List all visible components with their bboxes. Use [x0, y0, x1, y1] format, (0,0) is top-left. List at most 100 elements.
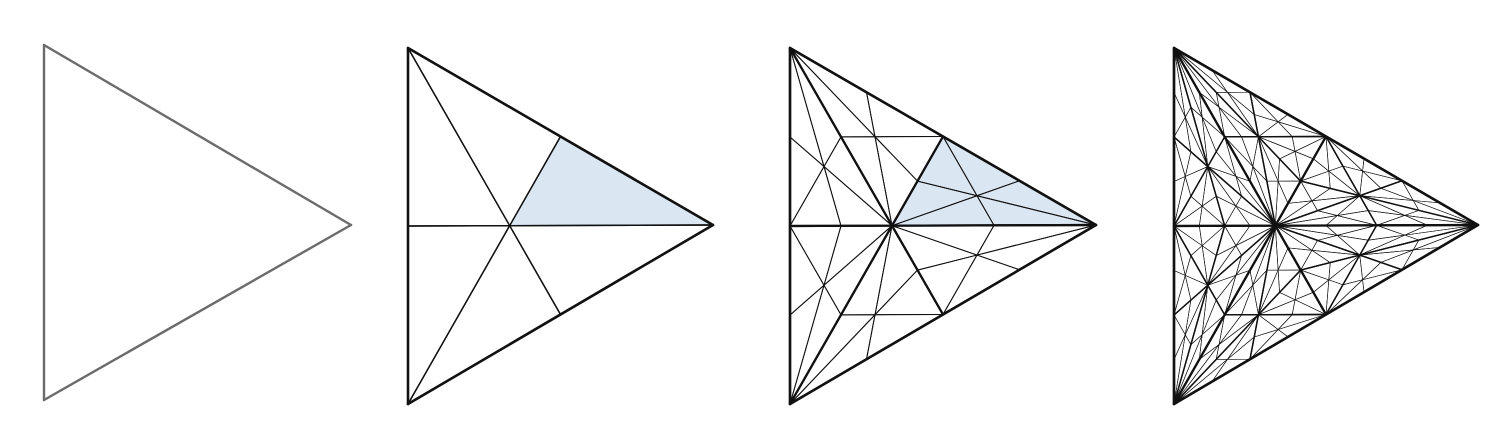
subdivision-edge	[1173, 359, 1228, 405]
subdivision-edge	[1173, 47, 1186, 118]
subdivision-edge	[1412, 247, 1441, 251]
subdivision-edge	[1336, 235, 1361, 256]
subdivision-edge-mid	[1249, 314, 1260, 360]
subdivision-edge	[1173, 136, 1186, 177]
subdivision-edge	[1215, 92, 1220, 108]
subdivision-edge-major	[890, 224, 945, 316]
subdivision-edge	[976, 224, 1097, 256]
subdivision-edge	[1275, 215, 1338, 226]
subdivision-edge-mid	[1257, 136, 1302, 182]
subdivision-edge	[1325, 136, 1363, 172]
subdivision-edge-mid	[1207, 136, 1226, 168]
subdivision-edge	[1294, 291, 1314, 301]
subdivision-edge	[1325, 225, 1338, 236]
subdivision-edge-mid	[1274, 195, 1361, 227]
highlighted-face	[509, 136, 713, 226]
subdivision-edge-major	[890, 223, 1098, 227]
subdivision-edge	[1199, 344, 1220, 360]
subdivision-edge	[1201, 116, 1209, 167]
subdivision-edge	[1235, 176, 1276, 226]
subdivision-edge	[1184, 151, 1192, 177]
subdivision-edge	[1277, 158, 1280, 182]
subdivision-edge	[874, 269, 918, 316]
subdivision-edge	[1235, 195, 1242, 207]
subdivision-edge	[976, 254, 1020, 271]
subdivision-edge	[1227, 314, 1259, 360]
subdivision-edge	[1173, 344, 1220, 405]
subdivision-edge	[1252, 284, 1259, 316]
subdivision-edge	[1277, 121, 1327, 137]
subdivision-edge	[789, 136, 825, 168]
subdivision-edge	[1253, 114, 1279, 123]
panel-level-0	[0, 0, 380, 442]
subdivision-edge	[1300, 269, 1330, 281]
subdivision-edge	[1275, 200, 1313, 226]
subdivision-edge	[1235, 176, 1242, 197]
subdivision-edge	[1215, 344, 1220, 360]
subdivision-edge	[1317, 210, 1338, 216]
subdivision-edge	[1336, 225, 1377, 236]
subdivision-edge	[1342, 279, 1363, 286]
subdivision-edge	[1328, 165, 1344, 172]
subdivision-edge	[1325, 279, 1330, 315]
triangle-third-subdivision	[1172, 46, 1480, 406]
subdivision-edge-major	[1172, 224, 1277, 406]
subdivision-edge	[1362, 262, 1382, 281]
subdivision-edge	[1311, 249, 1331, 263]
subdivision-edge	[823, 225, 842, 286]
subdivision-edge	[508, 224, 562, 316]
subdivision-edge	[1277, 314, 1327, 330]
subdivision-edge	[1404, 224, 1479, 236]
subdivision-edge	[1277, 329, 1289, 338]
highlighted-face	[892, 136, 1096, 226]
triangle-second-subdivision	[788, 46, 1098, 406]
subdivision-edge	[1207, 166, 1237, 177]
subdivision-edge	[1199, 92, 1220, 108]
subdivision-edge-mid	[1299, 254, 1361, 271]
subdivision-edge	[1184, 275, 1209, 286]
subdivision-edge	[976, 195, 995, 226]
subdivision-edge-mid	[1173, 136, 1209, 168]
subdivision-edge	[1311, 240, 1318, 251]
subdivision-edge	[1241, 284, 1254, 316]
subdivision-edge	[1258, 136, 1279, 182]
subdivision-edge	[1275, 225, 1279, 271]
subdivision-edge	[1199, 225, 1203, 246]
subdivision-edge	[1215, 245, 1237, 256]
subdivision-edge	[1376, 225, 1406, 236]
subdivision-edge	[1294, 269, 1301, 301]
subdivision-edge	[917, 254, 978, 271]
subdivision-edge	[1362, 269, 1403, 281]
subdivision-edge	[1328, 254, 1361, 281]
subdivision-edge	[823, 166, 842, 227]
subdivision-edge	[1294, 299, 1327, 315]
subdivision-edge	[1235, 225, 1251, 246]
subdivision-edge	[976, 195, 1097, 226]
subdivision-edge-major	[1274, 224, 1328, 316]
subdivision-edge	[1412, 200, 1441, 204]
subdivision-edge	[1412, 200, 1479, 226]
subdivision-edge	[1294, 151, 1314, 160]
subdivision-edge	[874, 136, 893, 227]
subdivision-edge	[1199, 334, 1203, 360]
subdivision-edge	[1328, 262, 1331, 281]
subdivision-edge	[1218, 106, 1225, 138]
subdivision-edge	[1218, 106, 1242, 138]
subdivision-edge	[1218, 314, 1242, 345]
subdivision-edge-mid	[1257, 224, 1277, 316]
subdivision-edge	[1235, 269, 1251, 276]
subdivision-edge	[1184, 116, 1192, 153]
subdivision-edge	[1362, 170, 1382, 189]
subdivision-edge-mid	[1173, 47, 1209, 168]
subdivision-edge	[1249, 166, 1254, 182]
subdivision-edge	[1190, 245, 1203, 256]
triangle-edge	[406, 46, 715, 227]
subdivision-edge	[1224, 274, 1237, 316]
subdivision-edge	[1173, 47, 1228, 93]
subdivision-edge	[1362, 170, 1403, 182]
subdivision-edge	[1235, 245, 1242, 256]
subdivision-edge-mid	[1359, 195, 1378, 227]
subdivision-edge	[1252, 166, 1276, 226]
subdivision-edge	[1359, 195, 1406, 216]
subdivision-edge-mid	[1359, 224, 1479, 256]
